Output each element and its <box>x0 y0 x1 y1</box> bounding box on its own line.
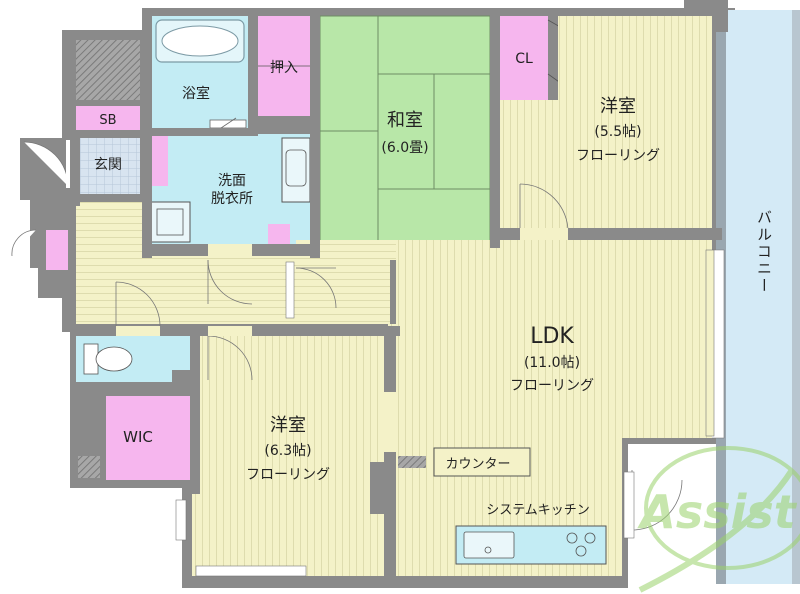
genkan-floor <box>76 138 140 194</box>
ldk-labels: LDK (11.0帖) フローリング <box>510 324 594 394</box>
kitchen-sink <box>463 531 515 559</box>
washitsu-size: (6.0畳) <box>381 140 428 156</box>
yoshitsu-ne-floor <box>500 100 712 228</box>
washitsu-room: 和室 (6.0畳) <box>319 15 491 247</box>
washroom-label-1: 洗面 <box>218 173 246 189</box>
cl-closet <box>500 16 548 100</box>
yoshitsu-sw-floor <box>192 336 384 576</box>
balcony-rail <box>792 10 800 584</box>
genkan-label: 玄関 <box>94 156 122 173</box>
hatched-shaft <box>76 40 140 100</box>
yoshitsu-sw-labels: 洋室 (6.3帖) フローリング <box>246 415 330 483</box>
ldk-floor <box>388 240 712 576</box>
yoshitsu-sw-floor: フローリング <box>246 467 330 483</box>
oshiire-label: 押入 <box>270 60 298 76</box>
assist-watermark: Assist <box>637 446 800 593</box>
ldk-floor: フローリング <box>510 378 594 394</box>
sb-top <box>76 106 140 130</box>
washroom-label-2: 脱衣所 <box>211 191 253 207</box>
kitchen-label: システムキッチン <box>486 503 590 518</box>
ldk-label: LDK <box>530 324 574 349</box>
yoshitsu-ne-size: (5.5帖) <box>594 124 641 140</box>
counter-label: カウンター <box>445 457 510 472</box>
wic-closet <box>106 396 190 480</box>
cl-closet-label: CL <box>515 51 533 67</box>
washroom-labels: 洗面 脱衣所 <box>211 173 253 207</box>
bathtub-basin <box>161 25 239 57</box>
ldk-size: (11.0帖) <box>524 355 580 371</box>
balcony-label: バルコニー <box>755 210 773 295</box>
bathroom-label: 浴室 <box>182 85 210 102</box>
yoshitsu-sw-size: (6.3帖) <box>264 443 311 459</box>
washitsu-label: 和室 <box>387 110 423 131</box>
yoshitsu-ne-labels: 洋室 (5.5帖) フローリング <box>576 96 660 164</box>
yoshitsu-ne-label: 洋室 <box>600 96 636 117</box>
washing-machine <box>149 201 191 243</box>
balcony <box>720 10 800 584</box>
counter <box>433 447 531 477</box>
watermark-text: Assist <box>637 485 798 539</box>
yoshitsu-ne-floor: フローリング <box>576 148 660 164</box>
svg-text:バルコニー: バルコニー <box>755 210 773 295</box>
sb-top-label: SB <box>99 113 116 128</box>
wic-label: WIC <box>123 428 153 446</box>
stove <box>566 532 596 557</box>
yoshitsu-sw-label: 洋室 <box>270 415 306 436</box>
hallway-floor <box>76 200 146 324</box>
bath-door <box>209 119 247 129</box>
